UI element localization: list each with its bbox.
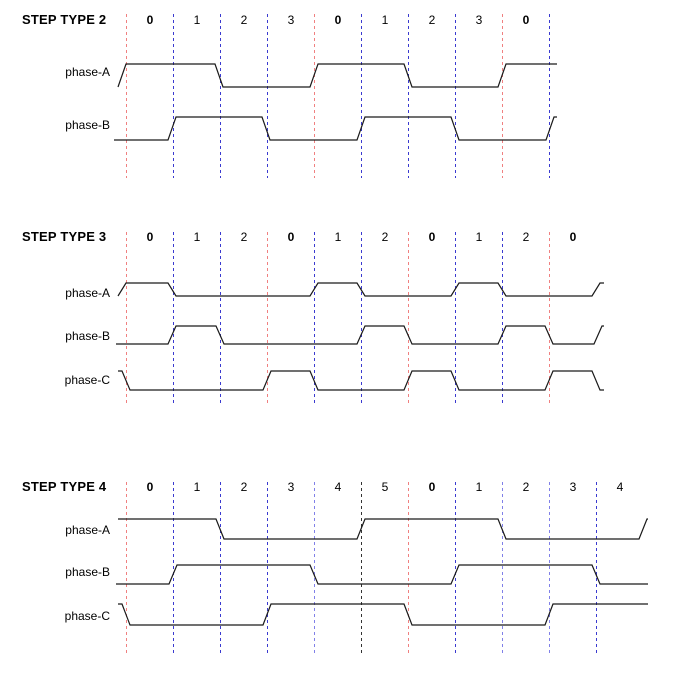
- step-index-label: 0: [334, 13, 342, 27]
- step-index-label: 2: [381, 230, 389, 244]
- step-index-label: 2: [522, 230, 530, 244]
- step-index-label: 1: [475, 480, 483, 494]
- waveform-step-type-2-phase-A: [117, 63, 557, 88]
- signal-label-phase-C: phase-C: [64, 373, 110, 387]
- waveform-step-type-2-phase-B: [114, 116, 557, 141]
- signal-label-phase-B: phase-B: [65, 565, 110, 579]
- step-index-label: 2: [240, 13, 248, 27]
- step-index-label: 0: [428, 480, 436, 494]
- step-index-label: 0: [146, 480, 154, 494]
- signal-label-phase-B: phase-B: [65, 118, 110, 132]
- block-title-step-type-3: STEP TYPE 3: [22, 229, 107, 244]
- step-index-label: 3: [475, 13, 483, 27]
- step-index-label: 1: [475, 230, 483, 244]
- waveform-step-type-4-phase-B: [116, 564, 648, 585]
- step-index-label: 3: [569, 480, 577, 494]
- step-index-label: 4: [616, 480, 624, 494]
- step-index-label: 5: [381, 480, 389, 494]
- step-index-label: 0: [146, 230, 154, 244]
- step-index-label: 2: [240, 480, 248, 494]
- waveform-step-type-3-phase-B: [116, 325, 604, 345]
- waveform-step-type-4-phase-C: [118, 603, 648, 626]
- signal-label-phase-B: phase-B: [65, 329, 110, 343]
- step-index-label: 1: [334, 230, 342, 244]
- block-title-step-type-4: STEP TYPE 4: [22, 479, 107, 494]
- signal-label-phase-A: phase-A: [65, 523, 110, 537]
- signal-label-phase-A: phase-A: [65, 286, 110, 300]
- step-index-label: 1: [193, 13, 201, 27]
- step-index-label: 2: [522, 480, 530, 494]
- step-index-label: 3: [287, 480, 295, 494]
- step-index-label: 0: [287, 230, 295, 244]
- step-index-label: 0: [428, 230, 436, 244]
- step-index-label: 2: [240, 230, 248, 244]
- step-index-label: 1: [381, 13, 389, 27]
- step-index-label: 4: [334, 480, 342, 494]
- step-index-label: 3: [287, 13, 295, 27]
- step-index-label: 2: [428, 13, 436, 27]
- step-index-label: 1: [193, 480, 201, 494]
- signal-label-phase-A: phase-A: [65, 65, 110, 79]
- signal-label-phase-C: phase-C: [64, 609, 110, 623]
- step-index-label: 0: [146, 13, 154, 27]
- block-title-step-type-2: STEP TYPE 2: [22, 12, 107, 27]
- step-index-label: 1: [193, 230, 201, 244]
- step-index-label: 0: [569, 230, 577, 244]
- waveform-step-type-4-phase-A: [118, 518, 648, 540]
- waveform-step-type-3-phase-A: [117, 282, 604, 297]
- waveform-step-type-3-phase-C: [118, 370, 604, 391]
- step-index-label: 0: [522, 13, 530, 27]
